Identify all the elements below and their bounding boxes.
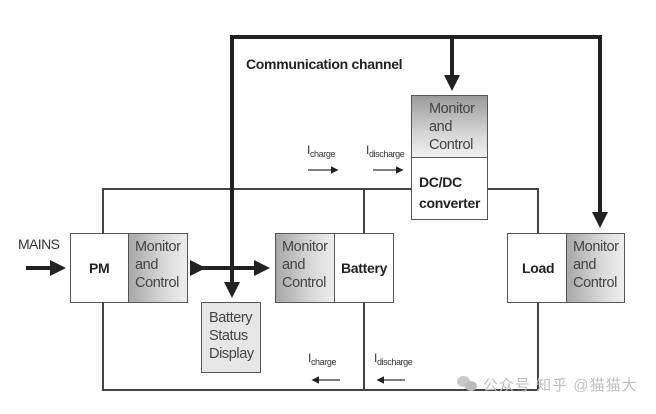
- battery-label: Battery: [341, 260, 388, 276]
- pm-monitor-control: Monitor and Control: [128, 233, 188, 303]
- dcdc-box: [411, 157, 488, 220]
- top-charge-label: Icharge: [307, 143, 336, 159]
- comm-top-line: [230, 35, 608, 292]
- load-monitor-control: Monitor and Control: [566, 233, 625, 303]
- battery-box: [334, 233, 394, 303]
- monitor-text: Monitor: [282, 239, 328, 255]
- control-text: Control: [135, 275, 179, 291]
- mains-label: MAINS: [18, 236, 60, 252]
- dcdc-label-line1: DC/DC: [419, 174, 462, 190]
- dcdc-label: DC/DC converter: [419, 172, 480, 214]
- dcdc-label-line2: converter: [419, 195, 481, 211]
- bsd-line3: Display: [209, 346, 254, 362]
- top-discharge-label: Idischarge: [366, 143, 405, 159]
- bsd-line2: Status: [209, 328, 248, 344]
- communication-channel-label: Communication channel: [246, 56, 403, 72]
- and-text: and: [135, 257, 158, 273]
- wechat-icon: [457, 374, 479, 392]
- and-text: and: [282, 257, 305, 273]
- control-text: Control: [429, 137, 473, 153]
- and-text: and: [429, 119, 452, 135]
- battery-status-display[interactable]: Battery Status Display: [201, 302, 261, 373]
- dcdc-out-line: [488, 188, 539, 233]
- monitor-text: Monitor: [429, 101, 475, 117]
- monitor-text: Monitor: [573, 239, 619, 255]
- monitor-text: Monitor: [135, 239, 181, 255]
- control-text: Control: [573, 275, 617, 291]
- load-label: Load: [522, 260, 555, 276]
- power-bus: [102, 188, 539, 391]
- load-box: [507, 233, 568, 303]
- bottom-discharge-label: Idischarge: [374, 351, 413, 367]
- bottom-bus-line: [102, 303, 539, 391]
- bsd-line1: Battery: [209, 310, 253, 326]
- battery-monitor-control: Monitor and Control: [275, 233, 336, 303]
- watermark-text: 公众号 知乎 @猫猫大: [483, 377, 638, 394]
- and-text: and: [573, 257, 596, 273]
- communication-channel: [26, 35, 608, 298]
- dcdc-monitor-control: Monitor and Control: [411, 95, 488, 158]
- pm-label: PM: [89, 260, 110, 276]
- control-text: Control: [282, 275, 326, 291]
- bottom-charge-label: Icharge: [308, 351, 337, 367]
- top-bus-line: [102, 188, 411, 233]
